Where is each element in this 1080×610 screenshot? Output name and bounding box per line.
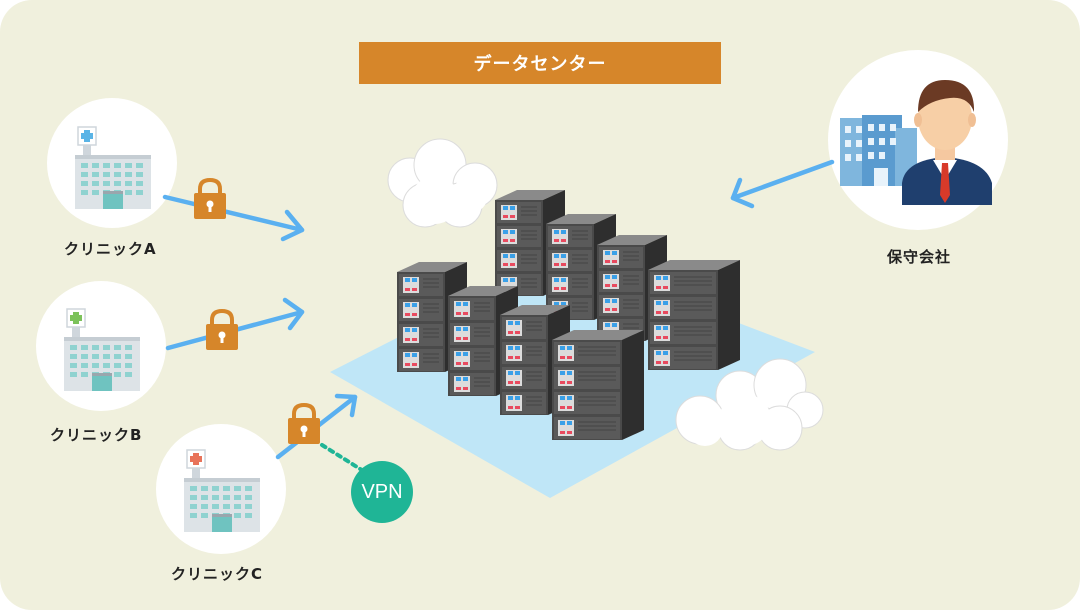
server-rack-icon — [597, 235, 667, 341]
clinic-c-label: クリニックC — [171, 565, 264, 583]
padlock-icon — [206, 308, 238, 350]
hospital-icon — [64, 308, 140, 391]
office-building-icon — [840, 115, 917, 186]
maintenance-label: 保守会社 — [887, 248, 952, 266]
arrow-icon — [730, 159, 835, 209]
server-rack-icon — [648, 260, 740, 370]
vpn-connector — [320, 443, 367, 474]
server-rack-icon — [500, 305, 570, 415]
server-rack-icon — [495, 190, 565, 296]
cloud-icon — [411, 176, 771, 446]
hospital-icon — [75, 126, 151, 209]
datacenter-title: データセンター — [359, 42, 721, 84]
server-rack-icon — [552, 330, 644, 440]
arrow-icon — [162, 194, 305, 242]
padlock-icon — [288, 402, 320, 444]
vpn-badge — [351, 461, 413, 523]
businessman-icon — [902, 80, 992, 205]
padlock-icon — [194, 177, 226, 219]
clinic-a-label: クリニックA — [64, 240, 157, 258]
server-cluster — [397, 190, 740, 440]
clinic-b-label: クリニックB — [50, 426, 143, 444]
vpn-label: VPN — [361, 480, 403, 503]
hospital-icon — [184, 449, 260, 532]
server-rack-icon — [546, 214, 616, 320]
